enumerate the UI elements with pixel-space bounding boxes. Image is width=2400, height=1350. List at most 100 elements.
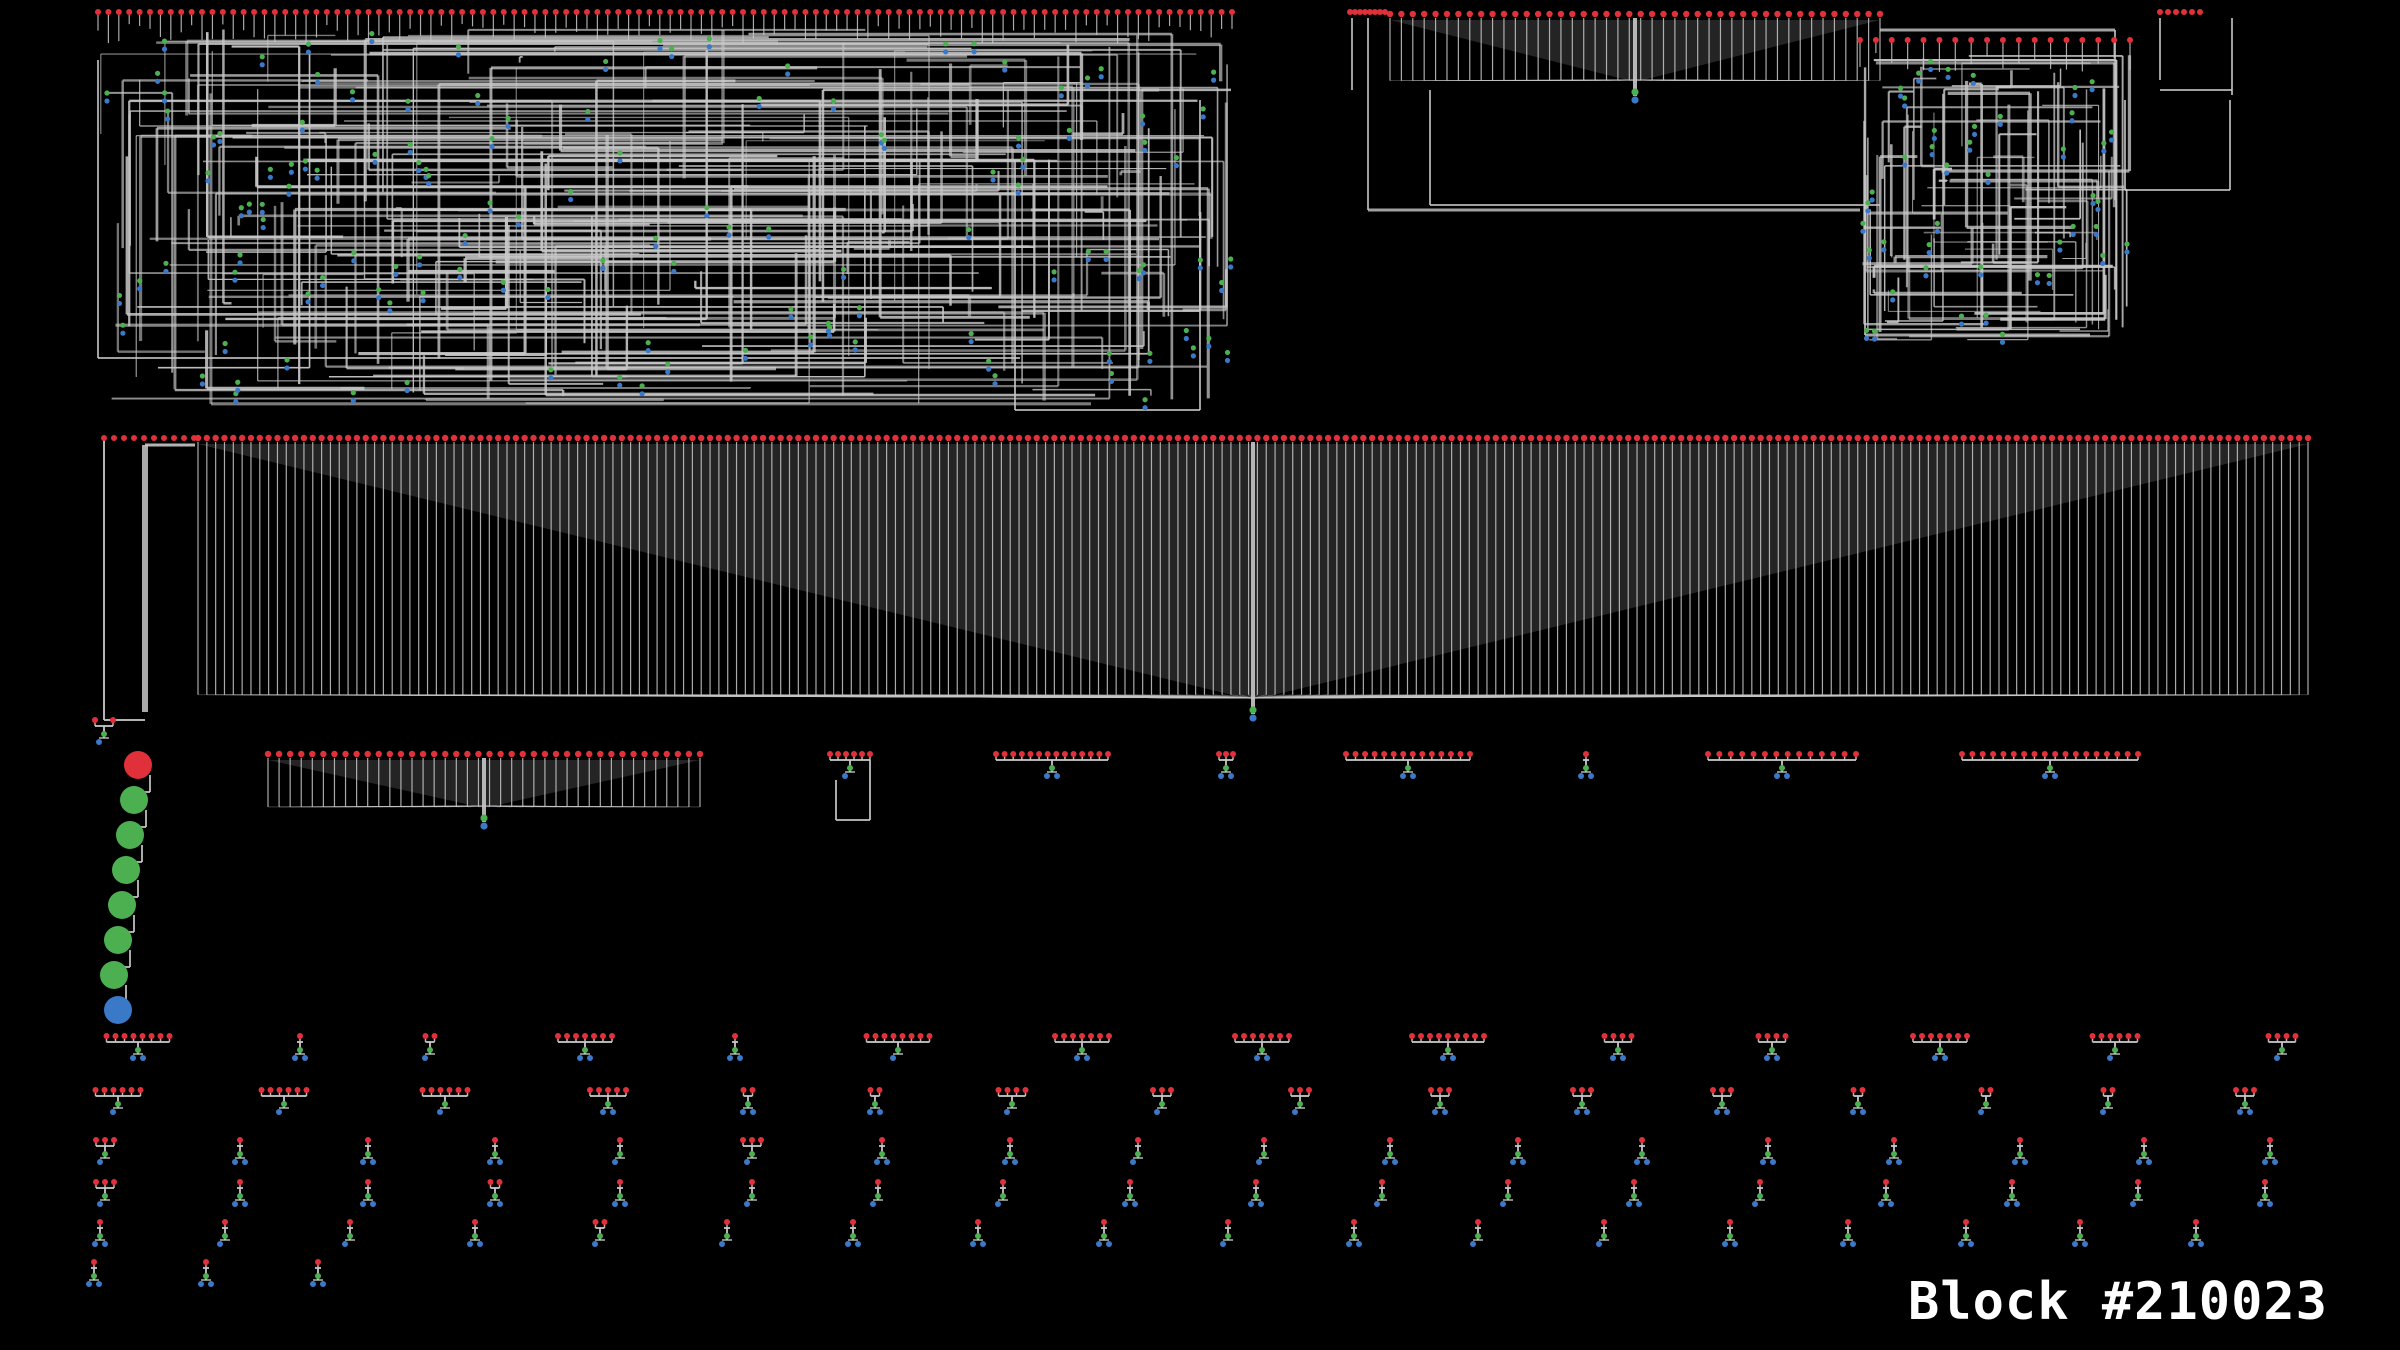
input-node (1197, 9, 1204, 15)
input-node (1704, 434, 1711, 442)
intermediate-node (1211, 69, 1217, 75)
input-node (237, 1179, 243, 1185)
input-node (1713, 434, 1720, 442)
input-node (1489, 10, 1496, 18)
fan-row2-a-merge-edge (483, 805, 701, 808)
input-node (1105, 751, 1111, 757)
input-node (1466, 434, 1473, 442)
input-node (1360, 434, 1367, 442)
giant-merge-edge (1252, 694, 2203, 699)
intermediate-node (617, 374, 623, 380)
giant-merge-edge (789, 694, 1254, 699)
output-node (766, 234, 772, 240)
input-node (1683, 10, 1690, 18)
input-node (1984, 37, 1991, 43)
intermediate-node (1228, 256, 1234, 262)
output-node (232, 1201, 238, 1207)
output-node (2042, 773, 2048, 779)
output-node (1020, 164, 1026, 170)
input-node (2292, 1033, 2299, 1039)
input-node (181, 435, 187, 441)
input-node (1352, 9, 1358, 15)
giant-merge-edge (471, 694, 1254, 699)
input-node (309, 434, 316, 442)
output-node (233, 399, 239, 405)
output-node (198, 1281, 204, 1287)
output-node (276, 1109, 282, 1115)
output-node (86, 1281, 92, 1287)
giant-merge-edge (1252, 694, 1540, 699)
cluster-b-merge-edge (1481, 79, 1636, 82)
giant-merge-edge (921, 694, 1254, 699)
giant-merge-edge (1252, 694, 1735, 699)
output-node (867, 1109, 873, 1115)
output-node (1978, 272, 1984, 278)
input-node (2163, 434, 2170, 442)
giant-merge-edge (286, 694, 1254, 699)
giant-merge-edge (1252, 694, 2000, 699)
giant-merge-edge (1252, 694, 1567, 699)
giant-merge-edge (427, 694, 1254, 699)
giant-merge-edge (1252, 694, 2123, 699)
intermediate-node (2090, 192, 2096, 199)
input-node (724, 1219, 730, 1225)
output-node (1254, 1055, 1260, 1061)
cluster-b-merge-edge (1634, 79, 1858, 82)
input-node (1828, 434, 1835, 442)
input-node (892, 434, 899, 442)
input-node (1854, 434, 1861, 442)
intermediate-node (1860, 220, 1866, 226)
input-node (812, 434, 820, 442)
giant-merge-edge (657, 694, 1254, 699)
giant-merge-edge (1252, 694, 1955, 699)
output-node (1724, 1109, 1730, 1115)
giant-merge-edge (1252, 694, 1426, 699)
input-node (1033, 434, 1040, 442)
input-node (587, 1087, 593, 1093)
input-node (1418, 1033, 1424, 1039)
intermediate-node (286, 183, 292, 189)
output-node (161, 46, 168, 52)
giant-merge-edge (259, 694, 1254, 699)
input-node (2190, 434, 2197, 442)
cluster-b-merge-edge (1634, 79, 1869, 82)
input-node (1916, 434, 1923, 442)
giant-merge-edge (1252, 694, 2309, 699)
output-node (120, 330, 126, 336)
intermediate-node (1139, 113, 1146, 119)
output-node (457, 274, 463, 280)
intermediate-node (1937, 1047, 1943, 1053)
input-node (863, 1033, 870, 1039)
intermediate-node (1971, 123, 1978, 130)
input-node (1785, 10, 1793, 18)
output-node (592, 1241, 598, 1247)
input-node (945, 434, 952, 442)
input-node (1730, 434, 1738, 442)
input-node (1705, 751, 1711, 757)
output-node (405, 106, 411, 112)
giant-merge-edge (1252, 694, 2282, 699)
input-node (768, 434, 776, 442)
output-node (1206, 343, 1212, 349)
input-node (1027, 751, 1034, 757)
giant-merge-edge (1252, 694, 1814, 699)
input-node (275, 750, 283, 758)
input-node (1059, 434, 1067, 442)
input-node (1739, 751, 1746, 757)
output-node (1636, 1201, 1642, 1207)
output-node (1450, 1055, 1456, 1061)
input-node (105, 9, 112, 15)
legend-intermediate-node (116, 821, 144, 849)
input-node (496, 1179, 503, 1185)
cluster-b-merge-edge (1538, 79, 1636, 82)
input-node (1020, 9, 1027, 15)
input-node (1419, 751, 1426, 757)
input-node (1413, 434, 1420, 442)
intermediate-node (237, 1151, 243, 1157)
input-node (698, 9, 705, 15)
output-node (1106, 358, 1112, 365)
input-node (1527, 434, 1535, 442)
input-node (2283, 1033, 2290, 1039)
giant-merge-edge (1230, 694, 1254, 699)
input-node (677, 9, 684, 15)
